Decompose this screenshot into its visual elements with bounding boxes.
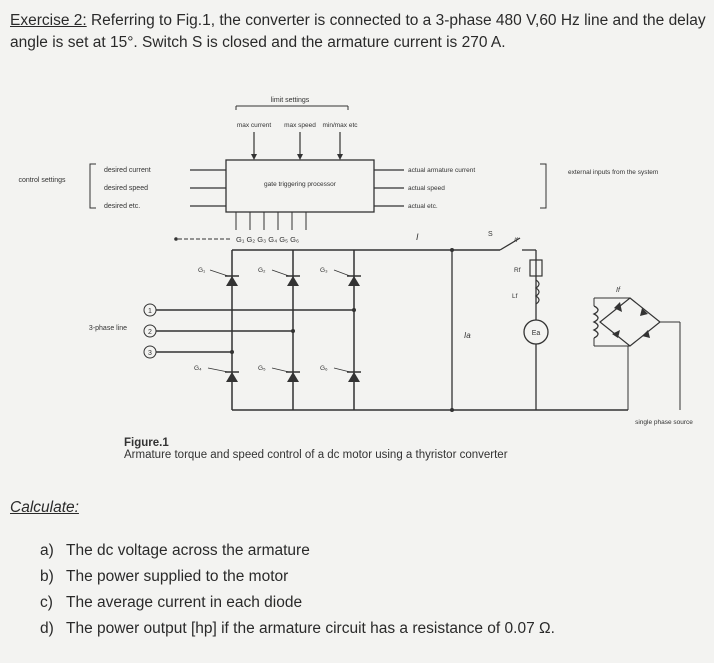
question-letter: a) [40,542,54,559]
diode-bridge [599,297,661,347]
phase-1-label: 1 [148,308,152,315]
max-speed-label: max speed [284,122,316,129]
bridge-diode [614,302,622,312]
bridge-diode [642,330,650,338]
external-inputs-label: external inputs from the system [568,169,658,176]
list-item: a) The dc voltage across the armature [40,538,555,564]
junction [291,329,295,333]
control-settings-label: control settings [18,177,66,184]
list-item: b) The power supplied to the motor [40,564,555,590]
exercise-text: Referring to Fig.1, the converter is con… [10,12,706,51]
actual-current-label: actual armature current [408,167,475,174]
desired-etc-label: desired etc. [104,203,140,210]
three-phase-line-label: 3-phase line [89,325,127,332]
arrowhead [251,154,257,160]
question-letter: c) [40,594,53,611]
thyristor-g5 [348,276,360,286]
min-max-label: min/max etc [322,122,358,129]
question-list: a) The dc voltage across the armature b) T… [40,538,555,642]
ia-branch-label: Ia [464,331,471,340]
phase-2-label: 2 [148,329,152,336]
junction [352,308,356,312]
actual-speed-label: actual speed [408,185,445,192]
ea-label: Ea [532,330,541,337]
arrowhead [297,154,303,160]
junction [450,408,454,412]
question-letter: d) [40,620,54,637]
gate-wire [209,269,229,277]
g5-label: G₅ [258,365,266,372]
current-i-label: I [416,232,419,242]
thyristor-g4 [226,372,238,382]
gate-wire [271,269,290,277]
field-resistor [529,259,543,277]
bridge-diode [640,308,648,316]
list-item: c) The average current in each diode [40,590,555,616]
question-text: The power supplied to the motor [66,568,289,585]
g1-label: G₁ [198,267,206,274]
desired-speed-label: desired speed [104,185,148,192]
desired-current-label: desired current [104,167,151,174]
feedback-bracket [540,163,547,209]
field-inductor [534,279,540,305]
list-item: d) The power output [hp] if the armature … [40,616,555,642]
gate-signals-label: G₁ G₂ G₃ G₄ G₅ G₆ [236,235,299,244]
figure-caption: Figure.1 Armature torque and speed contr… [124,437,508,461]
field-supply-current-label: If [616,287,621,294]
field-winding [592,305,599,339]
thyristor-g1 [226,276,238,286]
gate-processor-box [225,159,375,213]
phase-3-label: 3 [148,350,152,357]
junction [230,350,234,354]
calculate-heading: Calculate: [10,499,79,516]
g4-label: G₄ [194,365,202,372]
node [174,237,178,241]
limit-settings-label: limit settings [271,97,310,104]
actual-etc-label: actual etc. [408,203,438,210]
arrowhead [337,154,343,160]
if-top-label: If [514,237,519,244]
thyristor-g3 [287,276,299,286]
question-text: The power output [hp] if the armature ci… [66,620,555,637]
circuit-diagram: limit settings max current max speed min… [18,97,693,426]
single-phase-source-label: single phase source [635,419,693,426]
exercise-statement: Exercise 2: Referring to Fig.1, the conv… [10,10,710,54]
gate-wire [333,269,351,277]
g6-label: G₆ [320,365,328,372]
junction [450,248,454,252]
processor-label: gate triggering processor [264,181,337,188]
thyristor-g6 [287,372,299,382]
max-current-label: max current [237,122,272,129]
question-text: The average current in each diode [66,594,303,611]
switch-s [499,237,521,251]
rf-label: Rf [514,267,521,274]
circuit-figure: limit settings max current max speed min… [0,80,714,480]
gate-wire [333,367,351,373]
figure-title: Figure.1 [124,437,169,449]
thyristor-g2 [348,372,360,382]
g3-label: G₃ [320,267,328,274]
g2-label: G₂ [258,267,266,274]
switch-s-label: S [488,231,493,238]
control-bracket [89,163,96,209]
gate-wire [207,367,229,373]
figure-description: Armature torque and speed control of a d… [124,449,508,461]
gate-wire [271,367,290,373]
exercise-label: Exercise 2: [10,12,87,29]
question-text: The dc voltage across the armature [66,542,310,559]
lf-label: Lf [512,293,518,300]
bridge-diode [612,330,620,338]
question-letter: b) [40,568,54,585]
